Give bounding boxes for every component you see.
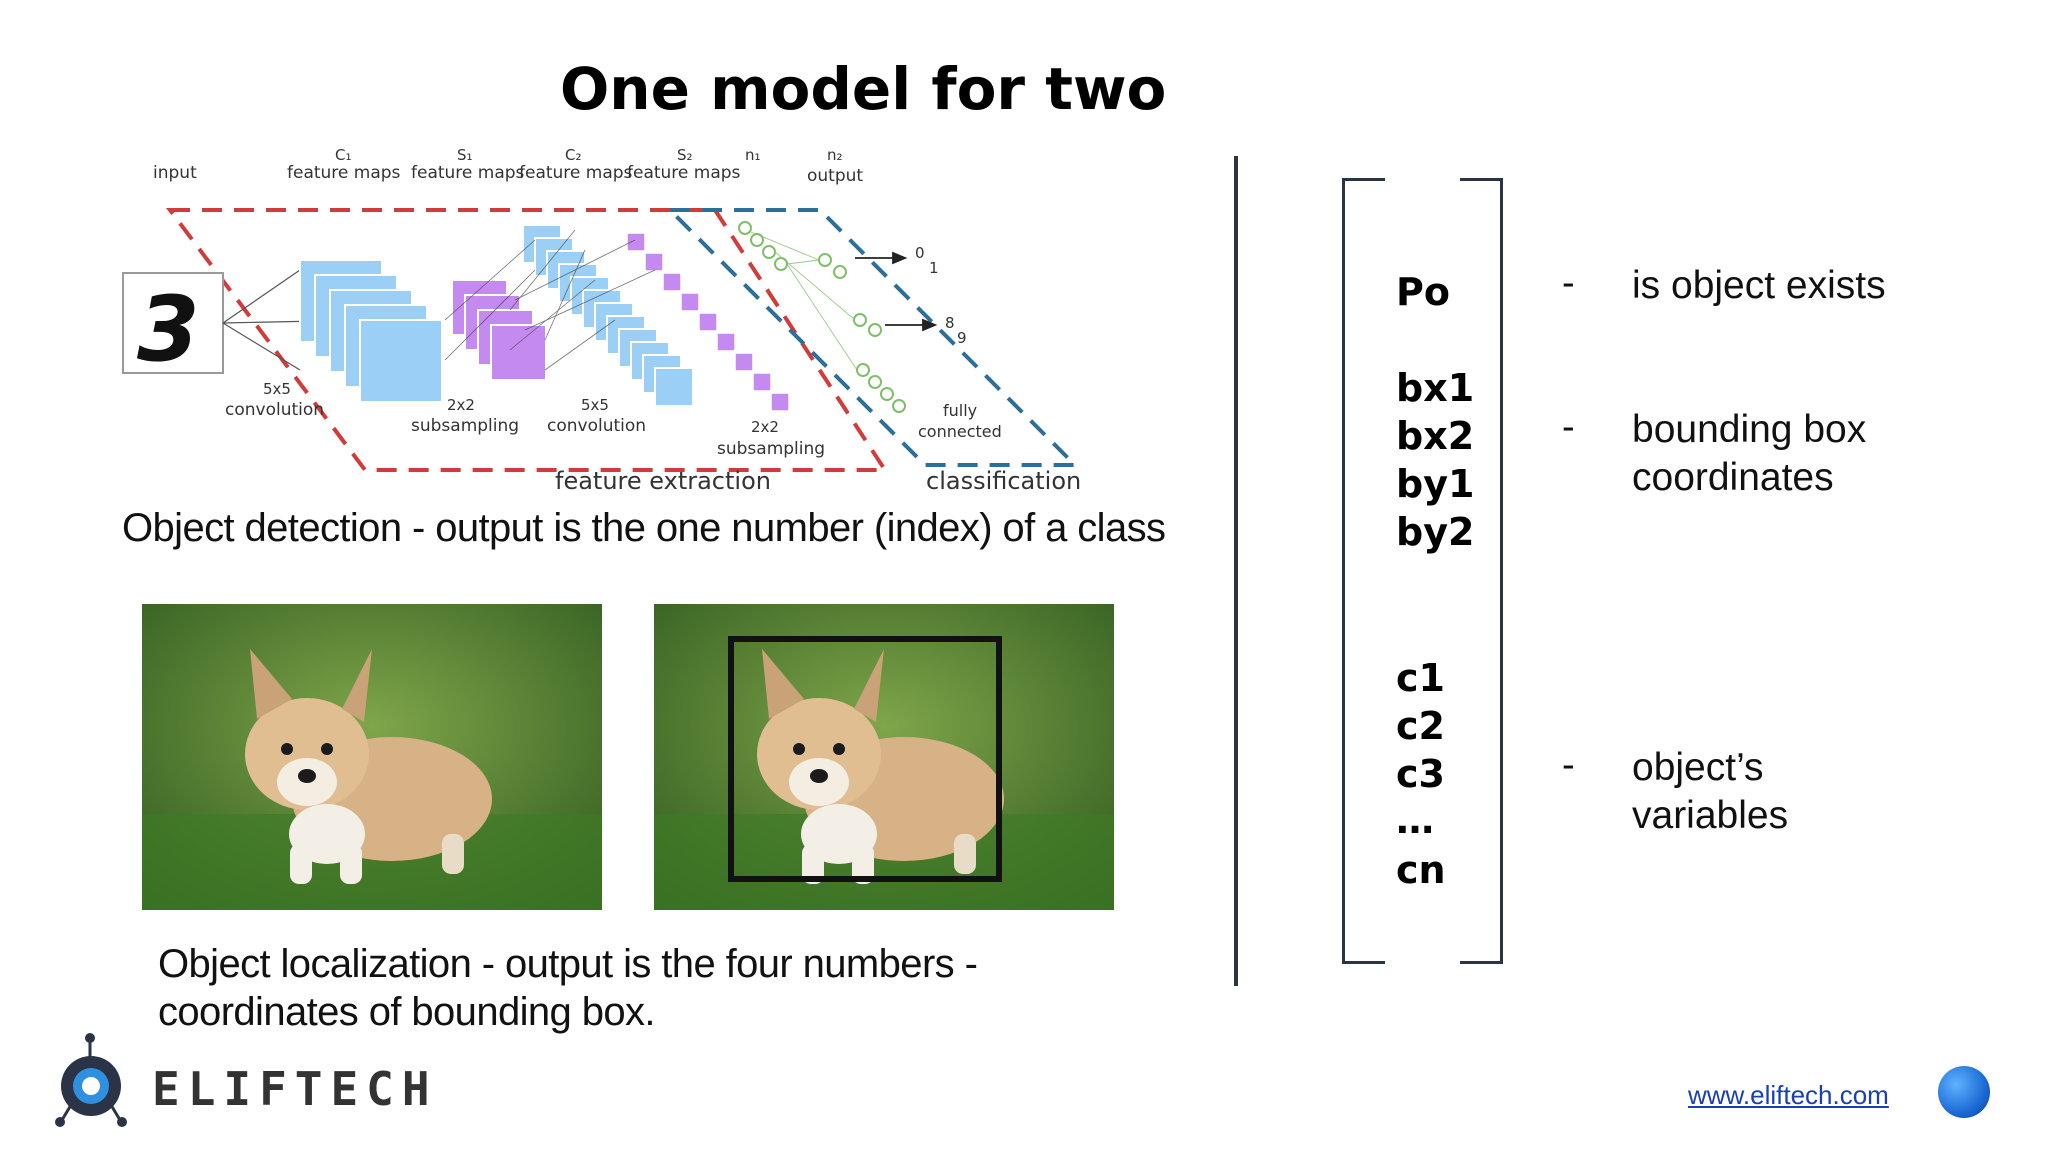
desc-vars: object’s variables [1632, 746, 1789, 837]
localization-caption-line2: coordinates of bounding box. [158, 990, 656, 1034]
label-conv1: 5x5 [263, 380, 291, 398]
label-s2: S₂ [677, 146, 693, 164]
label-feature-extraction: feature extraction [555, 467, 771, 495]
vector-item-ellipsis: … [1396, 798, 1434, 842]
label-s1-maps: feature maps [411, 163, 525, 183]
label-c1-maps: feature maps [287, 163, 401, 183]
desc-exists: is object exists [1632, 264, 1886, 307]
website-link[interactable]: www.eliftech.com [1688, 1080, 1889, 1110]
label-sub1b: subsampling [411, 416, 519, 436]
label-input: input [153, 163, 197, 183]
label-conv1b: convolution [225, 400, 324, 420]
desc-dash: - [1562, 406, 1575, 448]
brand-name: ELIFTECH [152, 1062, 438, 1116]
label-c2: C₂ [565, 146, 582, 164]
slide-title-clipped: tasks? [600, 128, 900, 138]
label-out8: 8 [945, 314, 955, 332]
vector-item-by2: by2 [1396, 510, 1475, 554]
vector-item-by1: by1 [1396, 462, 1475, 506]
desc-bbox: bounding box coordinates [1632, 408, 1867, 499]
label-fc: fully [943, 401, 977, 420]
vector-item-po: Po [1396, 270, 1450, 314]
label-fcb: connected [918, 422, 1002, 441]
localization-caption-line1: Object localization - output is the four… [158, 942, 978, 986]
dog-photo [142, 604, 602, 910]
vector-item-bx2: bx2 [1396, 414, 1475, 458]
vector-bracket-right [1460, 178, 1503, 964]
blue-circle-icon [1938, 1066, 1990, 1118]
vector-item-c3: c3 [1396, 752, 1445, 796]
label-sub2b: subsampling [717, 439, 825, 459]
label-sub1: 2x2 [447, 396, 475, 414]
vector-bracket-left [1342, 178, 1385, 964]
label-output: output [807, 166, 863, 186]
label-out1: 1 [929, 259, 939, 277]
bounding-box [728, 636, 1002, 882]
label-sub2: 2x2 [751, 418, 779, 436]
localization-caption: Object localization - output is the four… [158, 940, 978, 1036]
cnn-diagram: input C₁ feature maps S₁ feature maps C₂… [122, 146, 1081, 495]
feature-extraction-region [166, 208, 889, 472]
label-s2-maps: feature maps [627, 163, 741, 183]
vertical-divider [1234, 156, 1238, 986]
label-c1: C₁ [335, 146, 352, 164]
eliftech-logo-icon [55, 1033, 127, 1127]
detection-caption: Object detection - output is the one num… [122, 506, 1166, 550]
label-s1: S₁ [457, 146, 473, 164]
classification-region [665, 208, 1080, 467]
label-conv2: 5x5 [581, 396, 609, 414]
vector-item-c1: c1 [1396, 656, 1445, 700]
label-c2-maps: feature maps [519, 163, 633, 183]
input-image [122, 272, 224, 374]
desc-dash: - [1562, 744, 1575, 786]
desc-dash: - [1562, 262, 1575, 304]
label-out9: 9 [957, 329, 967, 347]
label-n2: n₂ [827, 146, 843, 164]
vector-item-c2: c2 [1396, 704, 1445, 748]
vector-item-cn: cn [1396, 848, 1446, 892]
label-out0: 0 [915, 244, 925, 262]
input-digit: 3 [137, 277, 200, 382]
label-conv2b: convolution [547, 416, 646, 436]
label-classification: classification [926, 467, 1081, 495]
vector-item-bx1: bx1 [1396, 366, 1475, 410]
label-n1: n₁ [745, 146, 761, 164]
slide-title: One model for two [560, 55, 1167, 123]
